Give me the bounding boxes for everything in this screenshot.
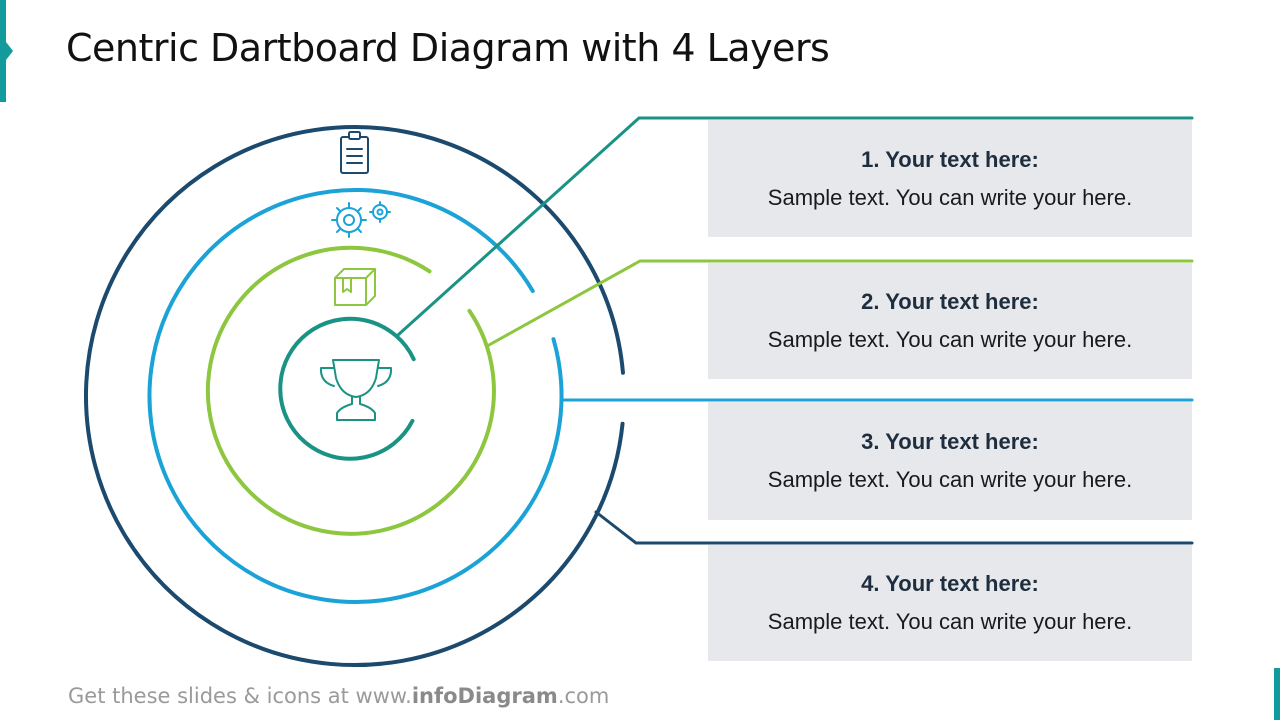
text-box-1: 1. Your text here: Sample text. You can … bbox=[708, 120, 1192, 237]
footer-suffix: .com bbox=[557, 684, 610, 708]
ring-layer-2 bbox=[205, 245, 496, 536]
accent-notch bbox=[6, 42, 13, 60]
connector-line-2 bbox=[487, 259, 1194, 347]
page-title: Centric Dartboard Diagram with 4 Layers bbox=[66, 26, 830, 70]
connector-line-1 bbox=[396, 116, 1194, 337]
text-box-2-heading: 2. Your text here: bbox=[861, 289, 1039, 314]
footer-brand: infoDiagram bbox=[411, 684, 558, 708]
text-box-4: 4. Your text here: Sample text. You can … bbox=[708, 545, 1192, 661]
footer-credit: Get these slides & icons at www.infoDiag… bbox=[68, 684, 609, 708]
accent-bar-right bbox=[1274, 668, 1280, 720]
gears-icon bbox=[331, 201, 391, 238]
trophy-icon bbox=[319, 359, 393, 421]
connector-line-4 bbox=[594, 510, 1194, 545]
text-box-4-body: Sample text. You can write your here. bbox=[767, 609, 1133, 634]
footer-prefix: Get these slides & icons at www. bbox=[68, 684, 412, 708]
box-icon bbox=[334, 268, 376, 306]
ring-layer-4 bbox=[83, 125, 625, 668]
accent-bar-left bbox=[0, 0, 6, 102]
text-box-1-body: Sample text. You can write your here. bbox=[767, 184, 1133, 210]
text-box-1-heading: 1. Your text here: bbox=[861, 146, 1039, 172]
text-box-4-heading: 4. Your text here: bbox=[861, 571, 1039, 596]
ring-layer-1 bbox=[278, 316, 416, 461]
text-box-3-heading: 3. Your text here: bbox=[861, 429, 1039, 454]
clipboard-icon bbox=[340, 131, 369, 174]
text-box-3: 3. Your text here: Sample text. You can … bbox=[708, 402, 1192, 520]
text-box-3-body: Sample text. You can write your here. bbox=[767, 467, 1133, 492]
text-box-2-body: Sample text. You can write your here. bbox=[767, 327, 1133, 352]
ring-layer-3 bbox=[147, 187, 564, 604]
text-box-2: 2. Your text here: Sample text. You can … bbox=[708, 263, 1192, 379]
